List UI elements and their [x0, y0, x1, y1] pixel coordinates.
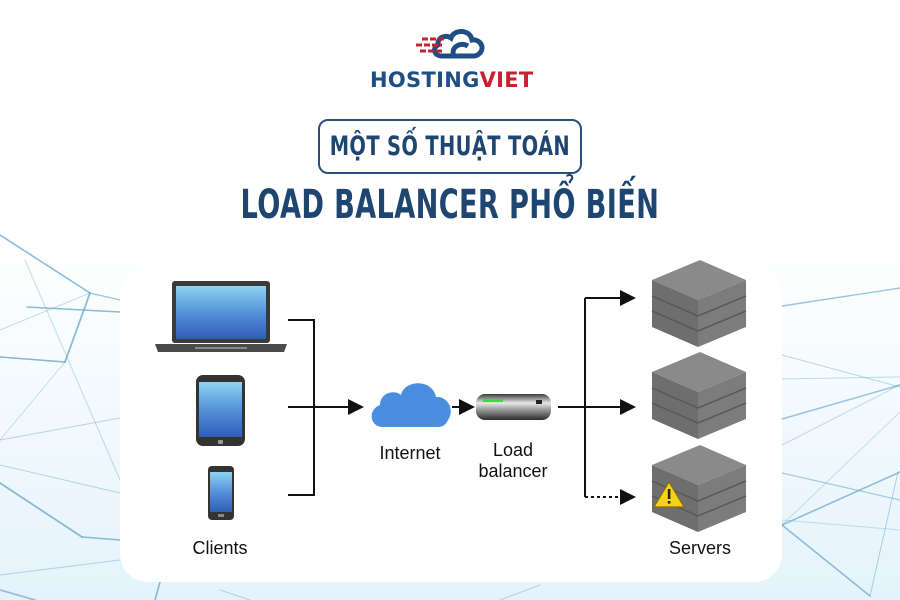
cloud-logo-icon: [416, 29, 485, 59]
clients-label: Clients: [192, 538, 248, 558]
server-1-icon: [651, 260, 747, 347]
servers-label: Servers: [668, 538, 731, 558]
brand-name-part1: HOSTING: [370, 68, 480, 92]
load-balancer-device-icon: [476, 394, 551, 420]
brand-name: HOSTINGVIET: [370, 68, 533, 92]
internet-label: Internet: [379, 443, 441, 463]
title-line2-wrap: LOAD BALANCER PHỔ BIẾN: [0, 182, 900, 228]
internet-cloud-icon: [371, 383, 451, 427]
brand-name-part2: VIET: [479, 68, 534, 92]
title-line1: MỘT SỐ THUẬT TOÁN: [329, 131, 571, 162]
title-line2: LOAD BALANCER PHỔ BIẾN: [240, 182, 660, 228]
server-2-icon: [651, 352, 747, 439]
load-balancer-label-line1: Load: [492, 440, 534, 460]
title-badge: MỘT SỐ THUẬT TOÁN: [318, 119, 582, 174]
load-balancer-label-line2: balancer: [478, 461, 548, 481]
warning-icon: [653, 481, 685, 508]
smartphone-icon: [208, 466, 234, 520]
brand-logo: HOSTINGVIET: [370, 24, 533, 94]
laptop-icon: [155, 281, 287, 352]
tablet-icon: [196, 375, 245, 446]
